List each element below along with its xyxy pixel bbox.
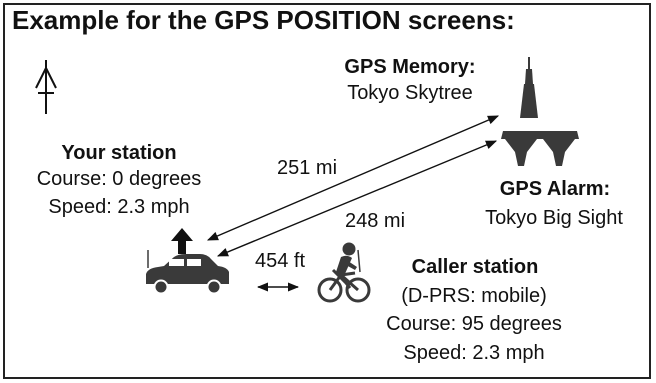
gps-memory-name: Tokyo Skytree <box>347 82 473 104</box>
your-station-course: Course: 0 degrees <box>36 168 202 190</box>
north-arrow-icon <box>35 60 57 114</box>
tower-icon <box>520 57 538 118</box>
caller-station-heading: Caller station <box>411 256 539 278</box>
link-to-gps-alarm <box>216 140 498 257</box>
your-station-speed: Speed: 2.3 mph <box>48 196 190 218</box>
distance-to-caller: 454 ft <box>254 250 306 272</box>
gps-alarm-name: Tokyo Big Sight <box>485 207 623 229</box>
big-sight-icon <box>501 131 579 166</box>
your-station-heading: Your station <box>61 142 177 164</box>
caller-station-course: Course: 95 degrees <box>386 313 562 335</box>
distance-to-gps-memory: 251 mi <box>276 157 338 179</box>
gps-memory-heading: GPS Memory: <box>344 56 476 78</box>
heading-arrow-icon <box>171 228 193 254</box>
gps-alarm-heading: GPS Alarm: <box>499 178 611 200</box>
car-icon <box>146 250 229 295</box>
cyclist-icon <box>317 242 371 303</box>
diagram-title: Example for the GPS POSITION screens: <box>12 5 515 35</box>
distance-to-gps-alarm: 248 mi <box>344 210 406 232</box>
caller-station-speed: Speed: 2.3 mph <box>403 342 545 364</box>
caller-station-mode: (D-PRS: mobile) <box>401 285 547 307</box>
